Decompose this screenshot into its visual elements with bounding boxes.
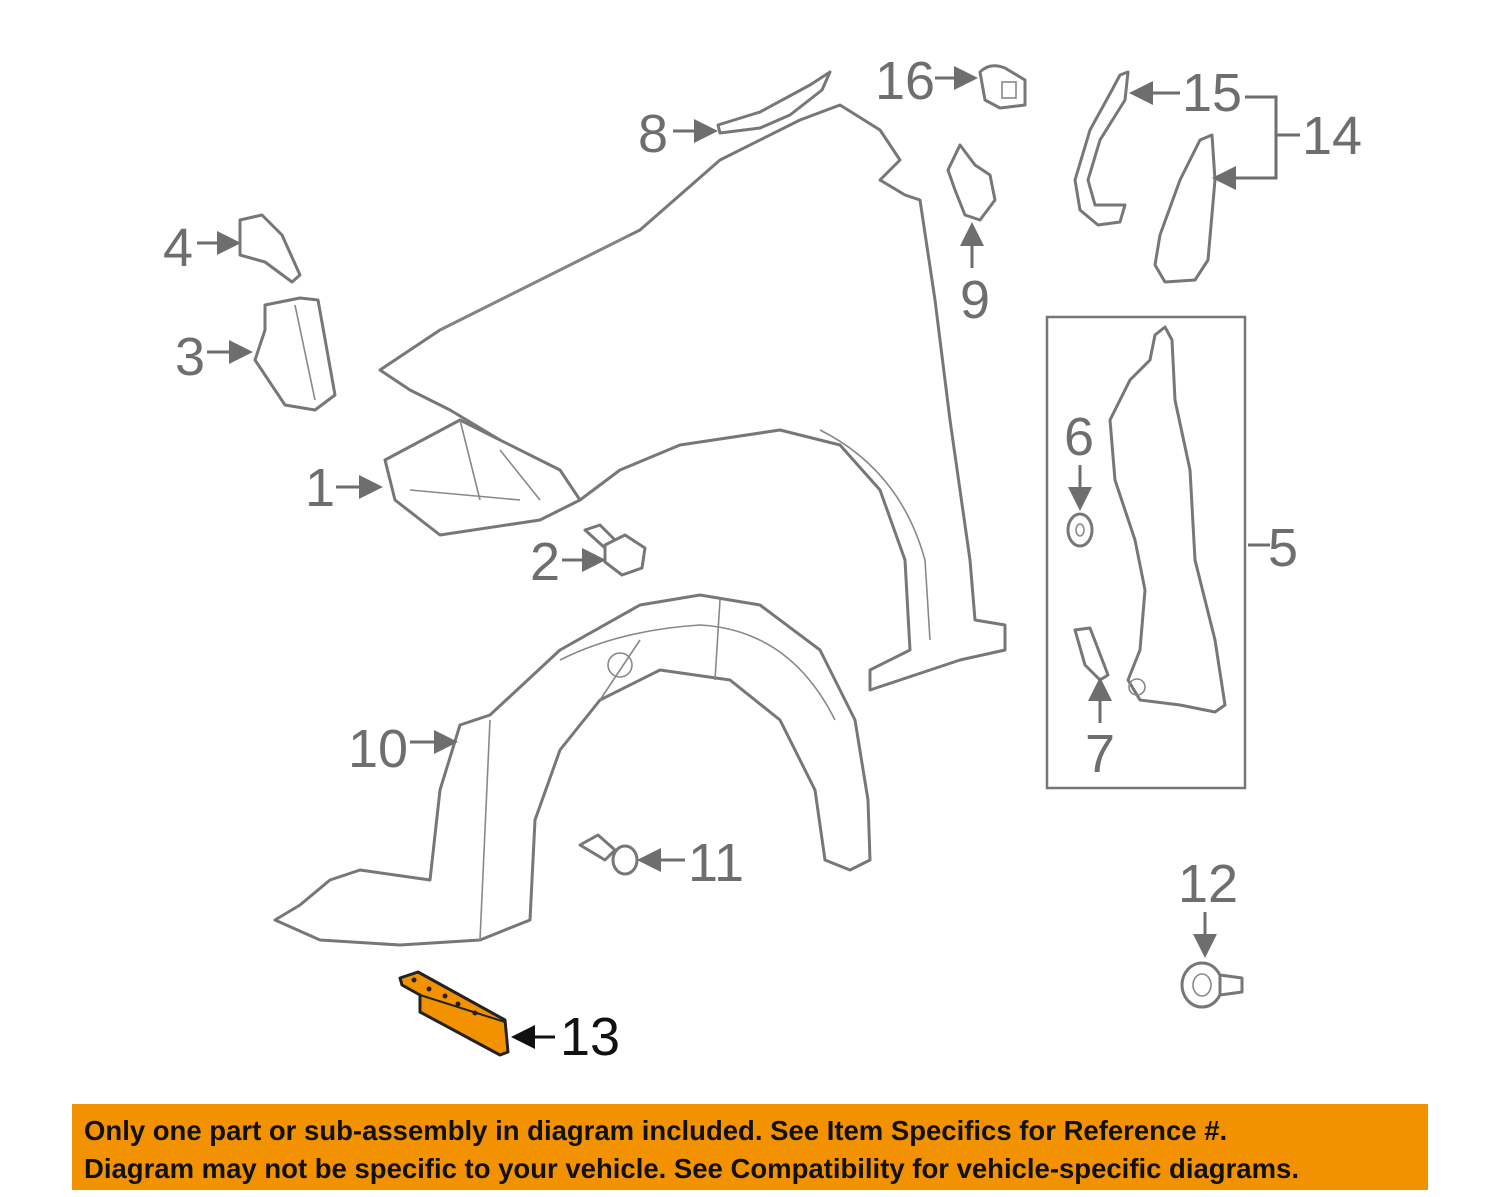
part-9-bracket xyxy=(946,143,997,222)
leader-arrows xyxy=(197,66,1300,1049)
callout-3: 3 xyxy=(175,327,205,387)
callout-4: 4 xyxy=(163,218,193,278)
callout-9: 9 xyxy=(960,270,990,330)
part-6-washer xyxy=(1066,512,1094,548)
part-15-seal xyxy=(1073,70,1130,227)
part-13-bracket-highlighted xyxy=(398,970,510,1057)
disclaimer-line-1: Only one part or sub-assembly in diagram… xyxy=(84,1115,1228,1146)
part-7-pad xyxy=(1073,626,1110,682)
callout-6: 6 xyxy=(1064,407,1094,467)
part-5-fender-liner-seal xyxy=(1108,325,1227,714)
part-12-clip xyxy=(1180,961,1244,1009)
callout-12: 12 xyxy=(1178,854,1238,914)
part-11-clip xyxy=(578,833,639,876)
callout-16: 16 xyxy=(875,51,935,111)
part-16-clip xyxy=(978,64,1027,110)
part-8-seal xyxy=(716,70,832,135)
callout-11: 11 xyxy=(688,833,744,893)
callout-14: 14 xyxy=(1302,106,1362,166)
part-1-bracket xyxy=(383,418,582,537)
callout-8: 8 xyxy=(638,104,668,164)
callout-5: 5 xyxy=(1268,518,1298,578)
callout-1: 1 xyxy=(305,458,335,518)
disclaimer-banner: Only one part or sub-assembly in diagram… xyxy=(72,1104,1428,1190)
part-3-bracket xyxy=(253,296,337,412)
part-14-cover xyxy=(1153,133,1217,284)
part-fender xyxy=(378,103,1007,692)
callout-15: 15 xyxy=(1182,63,1242,123)
callout-2: 2 xyxy=(530,532,560,592)
disclaimer-line-2: Diagram may not be specific to your vehi… xyxy=(84,1153,1299,1184)
parts-diagram: 1 2 3 4 5 6 7 8 9 10 11 12 13 14 15 16 xyxy=(163,51,1362,1067)
part-2-bolt xyxy=(583,523,647,577)
part-10-fender-liner xyxy=(273,593,872,947)
callout-10: 10 xyxy=(348,719,408,779)
callout-7: 7 xyxy=(1085,724,1115,784)
callout-13: 13 xyxy=(560,1007,620,1067)
part-5-group-box xyxy=(1045,315,1247,790)
part-4-bracket xyxy=(238,213,302,284)
